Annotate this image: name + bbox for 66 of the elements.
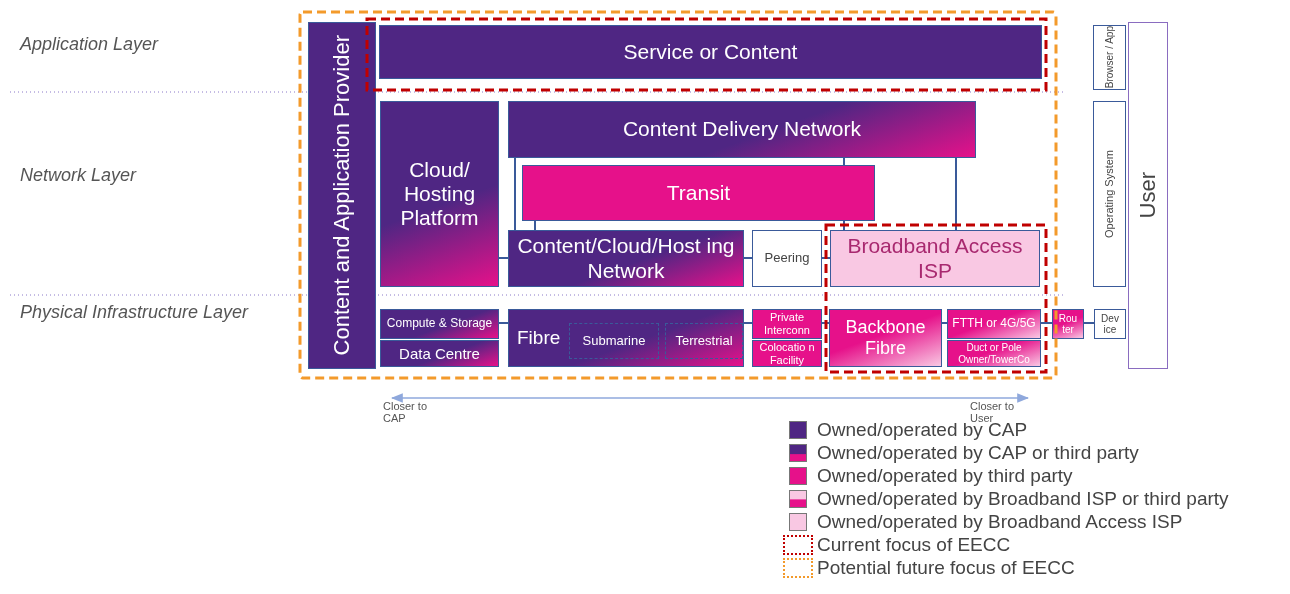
layer-box [522, 165, 875, 221]
layer-box [947, 309, 1041, 339]
box-label: Operating System [1103, 149, 1116, 238]
layer-label: Application Layer [20, 34, 160, 55]
box-label: Cloud/ Hosting Platform [399, 157, 480, 231]
box-label: Terrestrial [675, 333, 733, 349]
layer-box [508, 101, 976, 158]
legend-label: Owned/operated by CAP or third party [817, 442, 1139, 464]
vertical-box [1128, 22, 1168, 369]
box-label: Colocatio n Facility [758, 340, 816, 367]
box-label: Duct or Pole Owner/TowerCo [957, 342, 1031, 365]
box-label: Browser / App [1103, 26, 1116, 89]
layer-box [379, 25, 1042, 79]
vertical-box [308, 22, 376, 369]
layer-box [665, 323, 743, 359]
connector-line [1040, 322, 1053, 324]
box-label: Private Interconn [763, 311, 811, 337]
box-label: Content/Cloud/Host ing Network [516, 234, 736, 283]
box-label: Content Delivery Network [622, 117, 862, 142]
layer-box [508, 309, 744, 367]
box-label: Content and Application Provider [329, 35, 355, 356]
box-label: Broadband Access ISP [846, 234, 1024, 283]
connector-line [743, 257, 753, 259]
box-label: Service or Content [623, 39, 798, 65]
connector-line [498, 322, 509, 324]
vertical-box [1093, 25, 1126, 90]
layer-box [508, 230, 744, 287]
connector-line [498, 257, 509, 259]
layer-box [752, 340, 822, 367]
layer-box [830, 230, 1040, 287]
box-label: Dev ice [1100, 312, 1120, 336]
direction-label: Closer to CAP [383, 400, 429, 424]
legend-label: Owned/operated by third party [817, 465, 1073, 487]
layer-box [752, 230, 822, 287]
legend-label: Current focus of EECC [817, 534, 1011, 556]
box-label: Compute & Storage [386, 317, 493, 331]
box-label: FTTH or 4G/5G [952, 317, 1036, 331]
layer-label: Physical Infrastructure Layer [20, 302, 250, 323]
connector-line [941, 322, 948, 324]
connector-line [843, 157, 845, 166]
box-label: Rou ter [1057, 312, 1079, 336]
layer-box [752, 309, 822, 339]
connector-line [514, 157, 516, 231]
box-label: Fibre [517, 327, 561, 349]
box-label: Backbone Fibre [844, 317, 927, 359]
connector-line [534, 220, 536, 231]
layer-box [380, 101, 499, 287]
connector-line [743, 322, 753, 324]
connector-line [955, 157, 957, 231]
layer-box [1094, 309, 1126, 339]
layer-box [829, 309, 942, 367]
box-label: User [1135, 172, 1161, 219]
legend-label: Owned/operated by Broadband Access ISP [817, 511, 1183, 533]
connector-line [1083, 322, 1095, 324]
box-label: Peering [764, 251, 810, 266]
legend-label: Potential future focus of EECC [817, 557, 1075, 579]
box-label: Submarine [582, 333, 646, 349]
box-label: Transit [666, 180, 731, 206]
box-label: Data Centre [399, 344, 480, 363]
layer-box [947, 340, 1041, 367]
vertical-box [1093, 101, 1126, 287]
legend-label: Owned/operated by Broadband ISP or third party [817, 488, 1229, 510]
layer-box [380, 309, 499, 339]
layer-box [569, 323, 659, 359]
layer-box [380, 340, 499, 367]
layer-label: Network Layer [20, 165, 138, 186]
